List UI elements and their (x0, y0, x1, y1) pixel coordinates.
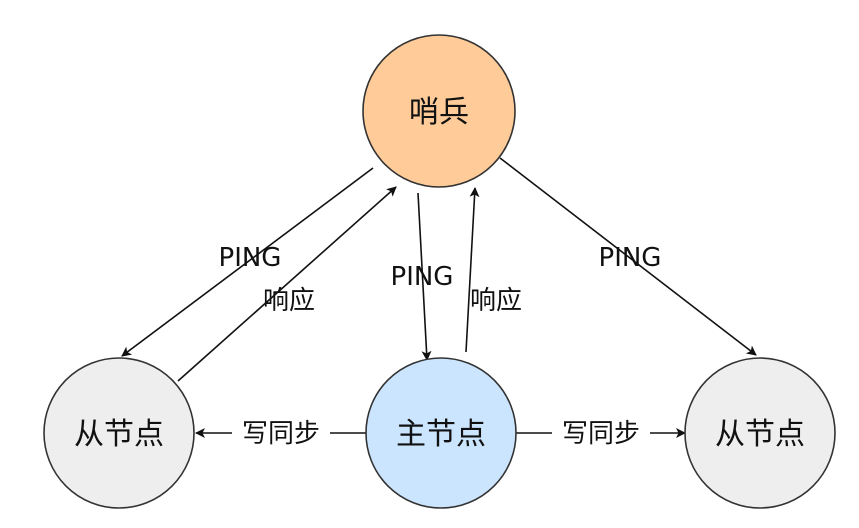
ping-left-label: PING (219, 243, 282, 273)
slave-left-node: 从节点 (43, 357, 195, 509)
reply-left-label: 响应 (263, 286, 315, 316)
slave-right-circle (684, 357, 836, 509)
master-circle (365, 357, 517, 509)
sentinel-node: 哨兵 (362, 34, 516, 188)
slave-right-node: 从节点 (684, 357, 836, 509)
sentinel-label: 哨兵 (409, 95, 469, 130)
sentinel-circle (362, 34, 516, 188)
ping-right-label: PING (599, 243, 662, 273)
sync-left-label: 写同步 (242, 419, 320, 449)
slave-left-circle (43, 357, 195, 509)
slave-left-label: 从节点 (74, 417, 164, 452)
ping-master-label: PING (391, 262, 454, 292)
edge-ping-left (121, 167, 374, 357)
edge-reply-left (177, 186, 397, 382)
sync-right-label: 写同步 (562, 419, 640, 449)
sync-right-label-bg (552, 413, 650, 451)
master-label: 主节点 (396, 417, 486, 452)
sync-left-label-bg (232, 413, 330, 451)
edge-ping-right (499, 157, 757, 356)
master-node: 主节点 (365, 357, 517, 509)
reply-master-label: 响应 (470, 286, 522, 316)
edge-ping-master (417, 192, 432, 361)
slave-right-label: 从节点 (715, 417, 805, 452)
edge-reply-master (465, 187, 480, 353)
